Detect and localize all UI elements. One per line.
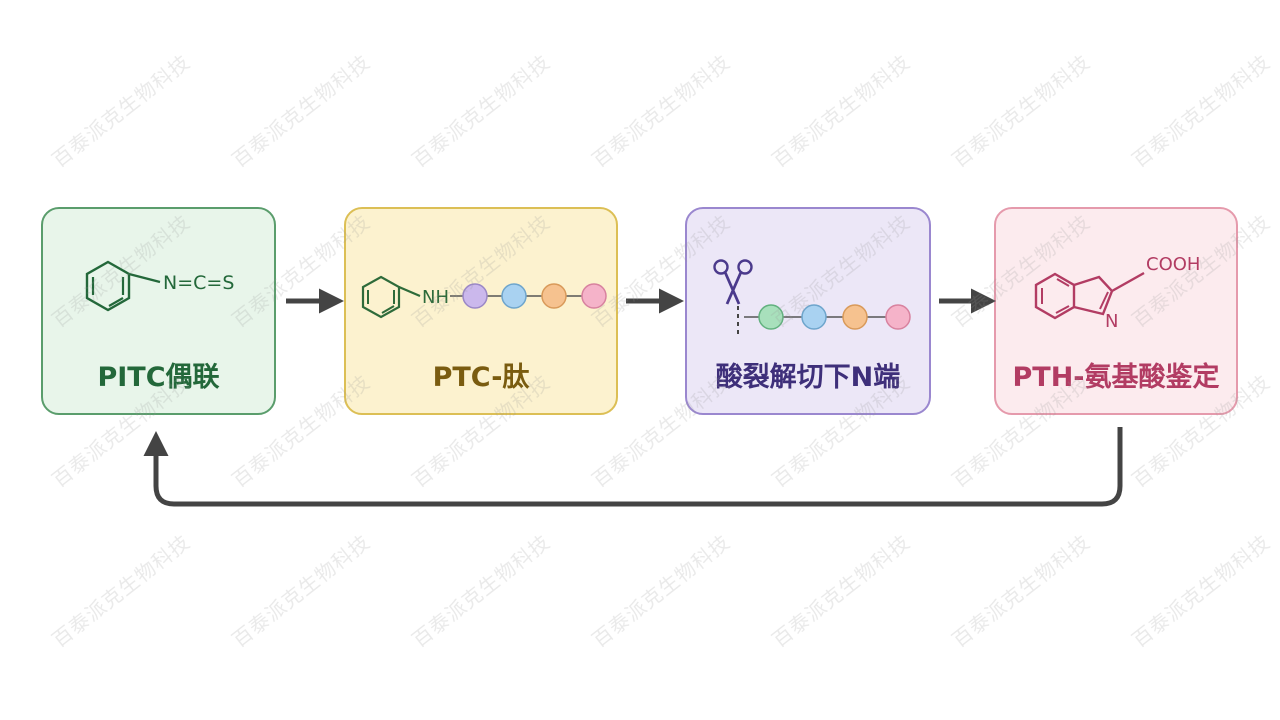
bond-to-carboxyl: [1111, 271, 1145, 293]
step-label: PITC偶联: [97, 362, 220, 393]
step-box-pitc-coupling: N=C=S PITC偶联: [41, 207, 276, 415]
carboxyl-group: COOH: [1146, 254, 1200, 275]
step-label: PTC-肽: [432, 362, 530, 393]
amino-acid-bead: [462, 283, 488, 309]
amino-acid-bead: [581, 283, 607, 309]
cycle-return-arrow: [143, 427, 1123, 507]
ring-double-bond: [1055, 305, 1070, 314]
scissors-icon: [713, 259, 753, 305]
ring-double-bond: [381, 305, 395, 314]
isothiocyanate-group: N=C=S: [163, 272, 234, 294]
amino-acid-bead: [842, 304, 868, 330]
ring-double-bond: [108, 297, 124, 307]
step-box-pth-identification: N COOH PTH-氨基酸鉴定: [994, 207, 1238, 415]
bond-to-nitrogen: [128, 272, 161, 284]
amino-acid-bead: [501, 283, 527, 309]
step-box-ptc-peptide: NH PTC-肽: [344, 207, 618, 415]
amino-acid-bead: [758, 304, 784, 330]
pth-amino-acid-structure: N COOH: [1034, 254, 1200, 332]
ring-double-bond: [1099, 291, 1109, 310]
amino-acid-bead: [885, 304, 911, 330]
ptc-peptide-structure: NH: [361, 275, 607, 319]
cleaved-peptide-structure: [713, 259, 911, 336]
amino-acid-bead: [541, 283, 567, 309]
ring-double-bond: [1056, 278, 1070, 287]
step-label: PTH-氨基酸鉴定: [1012, 362, 1220, 393]
phenyl-isothiocyanate-structure: N=C=S: [85, 260, 234, 312]
bond-to-amine: [398, 285, 421, 298]
ring-nitrogen: N: [1105, 311, 1118, 332]
amine-group: NH: [422, 287, 449, 308]
step-label: 酸裂解切下N端: [715, 362, 901, 393]
step-box-acid-cleavage: 酸裂解切下N端: [685, 207, 931, 415]
amino-acid-bead: [801, 304, 827, 330]
